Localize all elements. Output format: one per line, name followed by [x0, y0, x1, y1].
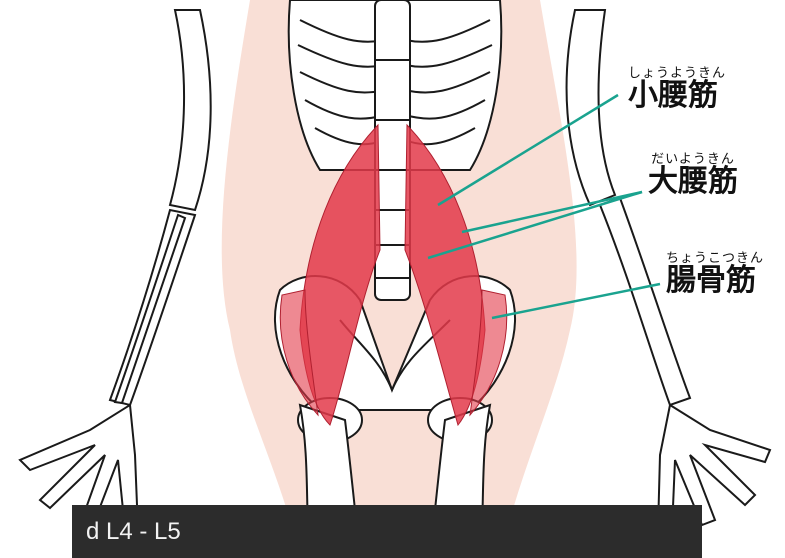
label-psoas-minor-kanji: 小腰筋 [628, 81, 726, 111]
label-psoas-minor: しょうようきん 小腰筋 [628, 62, 726, 111]
label-iliacus-kanji: 腸骨筋 [666, 266, 764, 296]
label-iliacus: ちょうこつきん 腸骨筋 [666, 247, 764, 296]
spine [375, 0, 410, 300]
label-psoas-major: だいようきん 大腰筋 [648, 148, 738, 197]
label-psoas-major-kanji: 大腰筋 [648, 167, 738, 197]
caption-text: d L4 - L5 [86, 518, 181, 546]
left-arm-bones [20, 10, 211, 530]
caption-bar: d L4 - L5 [72, 505, 702, 558]
